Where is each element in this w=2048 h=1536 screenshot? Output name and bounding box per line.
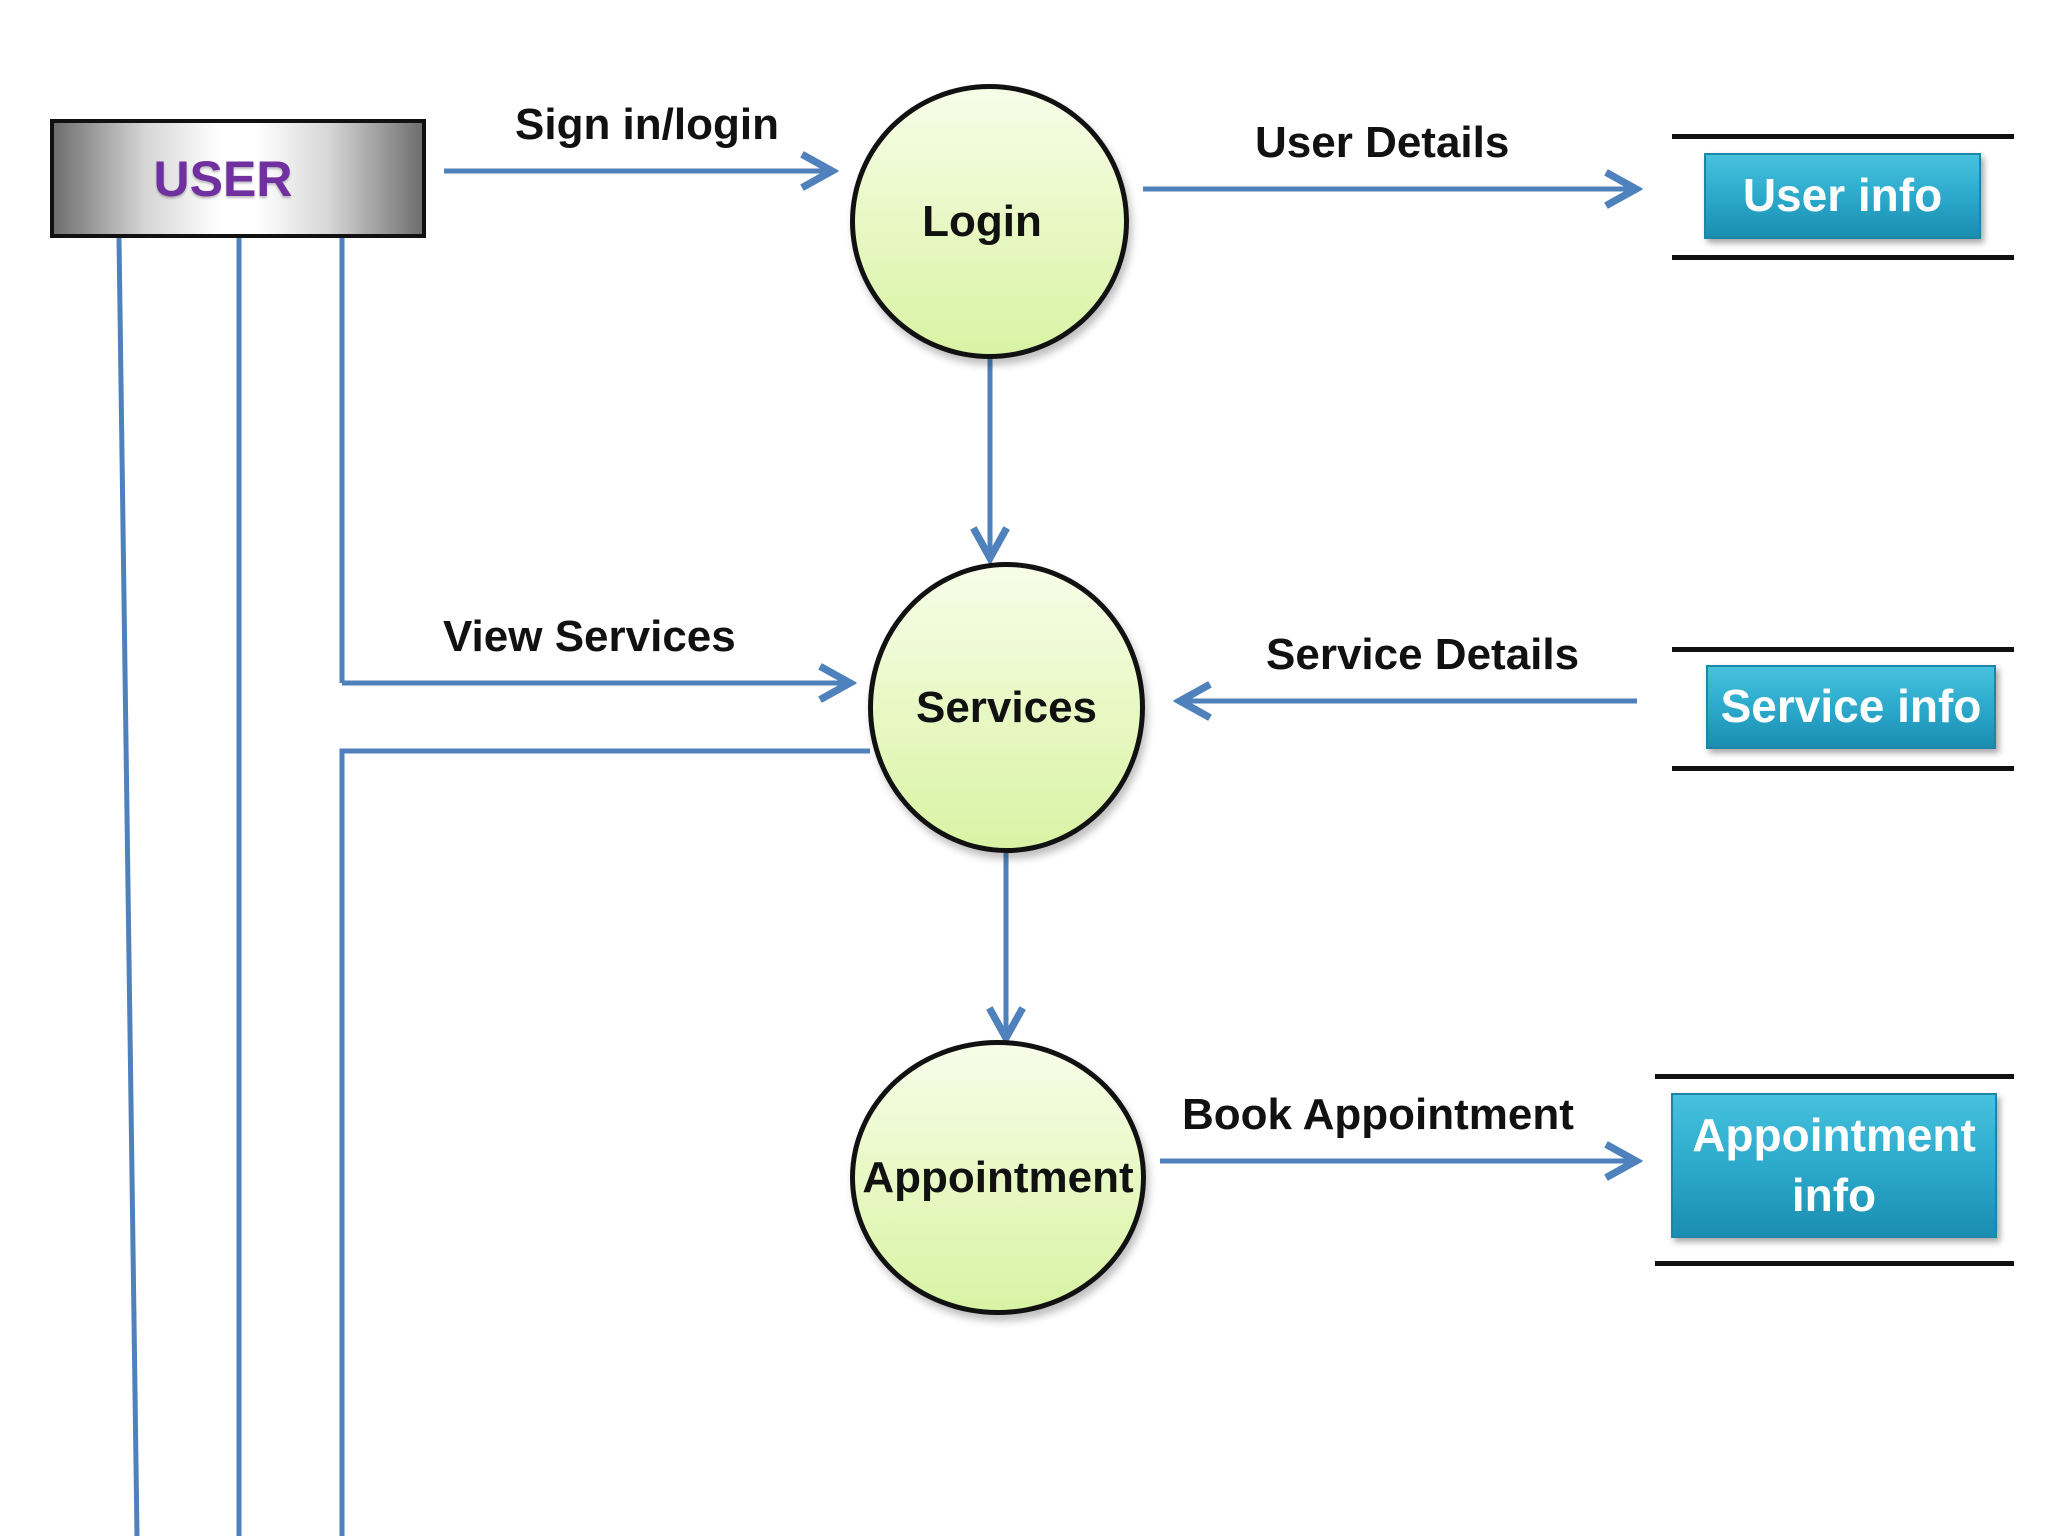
services-process-label: Services [915,682,1098,732]
book-appointment-label: Book Appointment [1182,1090,1574,1139]
appointment-info-store-top-line [1655,1074,2014,1079]
login-process-label: Login [922,196,1042,246]
login-process: Login [850,84,1129,359]
services-to-user-line [339,748,870,1536]
sign-in-label: Sign in/login [515,100,779,149]
user-entity: USER [50,119,426,238]
service-info-store-label: Service info [1720,680,1982,733]
user-info-store-bottom-line [1672,255,2014,260]
view-services-label: View Services [443,612,736,661]
user-info-store-label: User info [1742,169,1943,222]
user-info-store: User info [1704,153,1981,239]
appointment-info-store-bottom-line [1655,1261,2014,1266]
user-line-1 [116,237,140,1536]
service-info-store-bottom-line [1672,766,2014,771]
appointment-process-label: Appointment [862,1152,1134,1202]
service-details-label: Service Details [1266,630,1580,679]
appointment-info-store-label-line2: info [1791,1168,1877,1221]
appointment-info-store-label-line1: Appointment [1692,1108,1976,1161]
user-info-store-top-line [1672,134,2014,139]
services-process: Services [868,562,1145,853]
service-info-store-top-line [1672,647,2014,652]
appointment-process: Appointment [850,1040,1146,1315]
appointment-info-store: Appointment info [1671,1093,1997,1238]
user-details-label: User Details [1255,118,1510,167]
service-info-store: Service info [1706,665,1996,749]
user-entity-label: USER [153,150,293,207]
